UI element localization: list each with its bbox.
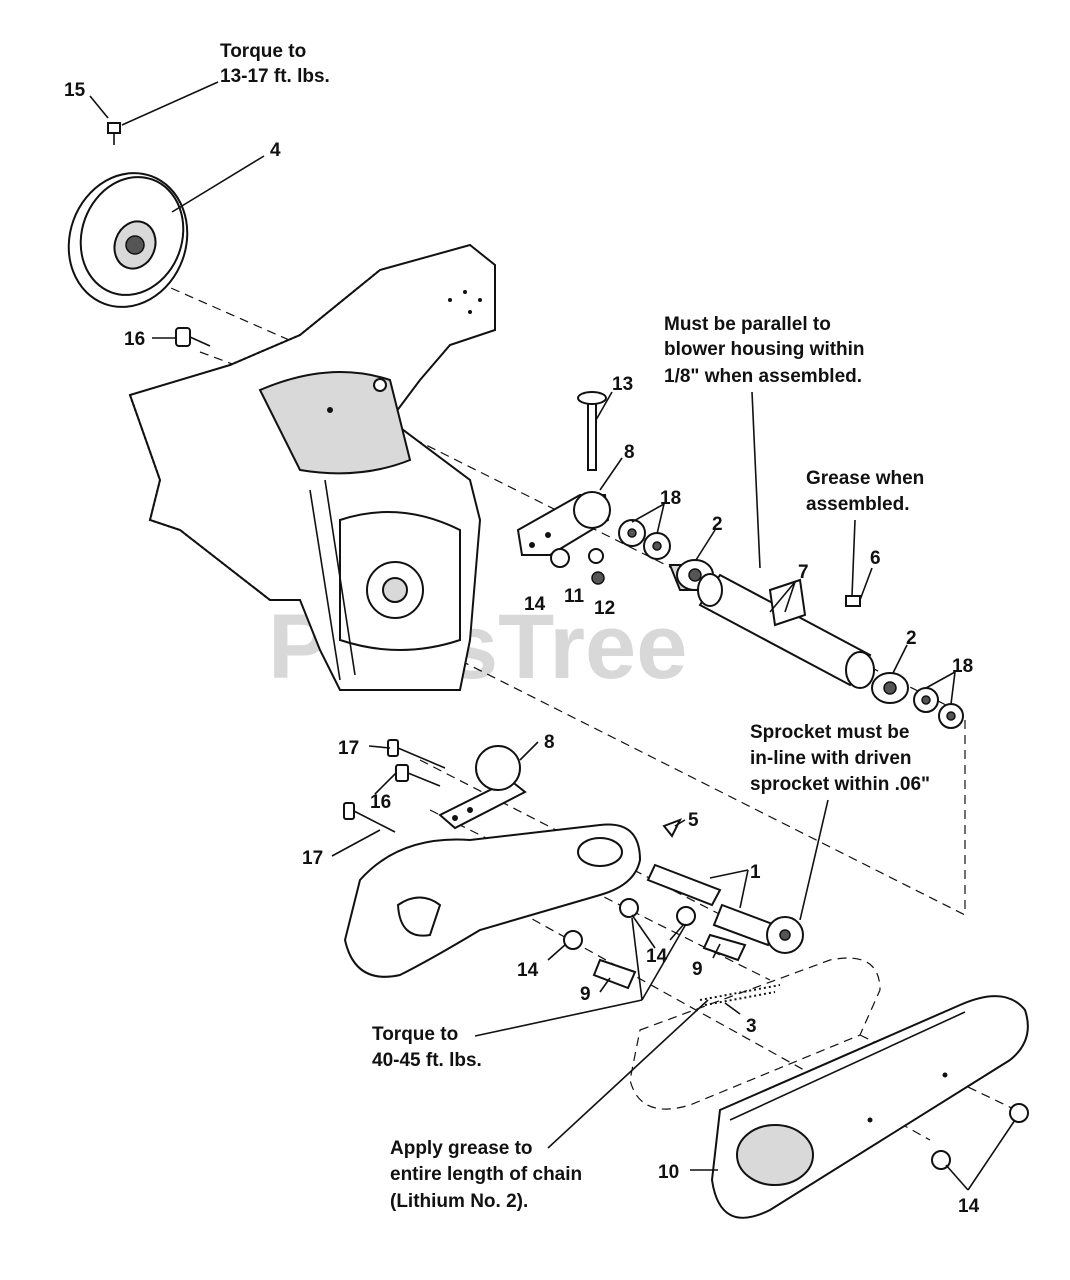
callout-12: 12 [594,598,615,619]
blower-housing [128,243,496,691]
note-grease-assembled: Grease when assembled. [806,468,930,515]
chain [699,984,781,1006]
bearing-housing-upper [516,391,611,556]
note-sprocket: Sprocket must be in-line with driven spr… [750,722,930,795]
callout-2-upper: 2 [712,514,723,535]
callout-9-left: 9 [580,984,591,1005]
callout-7: 7 [798,562,809,583]
callout-14-middle: 14 [646,946,668,967]
hardware-upper [550,519,671,585]
chain-case-outline [629,957,881,1110]
leader-lines [89,81,1016,1191]
callout-1: 1 [750,862,761,883]
bearing-housing-lower [438,745,527,830]
bolt-15 [107,122,121,145]
shaft-tube [697,573,875,689]
callout-5: 5 [688,810,699,831]
note-torque-large: Torque to 40-45 ft. lbs. [372,1024,482,1071]
note-chain-grease: Apply grease to entire length of chain (… [390,1138,587,1212]
callout-13: 13 [612,374,633,395]
drive-hardware [563,818,804,990]
callout-14-left: 14 [517,960,539,981]
callout-numbers: 15 4 16 13 8 18 2 7 6 14 11 12 2 18 8 17… [64,80,980,1217]
callout-18-upper: 18 [660,488,681,509]
chain-case-plate [343,823,642,978]
callout-17-lower: 17 [302,848,323,869]
callout-6: 6 [870,548,881,569]
callout-18-lower: 18 [952,656,973,677]
callout-4: 4 [270,140,281,161]
bolts-lower [343,739,446,833]
callout-14-lower: 14 [958,1196,980,1217]
pulley [67,172,189,308]
grease-fitting [845,595,861,607]
callout-8-lower: 8 [544,732,555,753]
callout-17-upper: 17 [338,738,359,759]
bolt-16-upper [175,327,211,347]
callout-2-lower: 2 [906,628,917,649]
callout-8-upper: 8 [624,442,635,463]
bearing-2-lower [871,672,909,704]
instruction-notes: Torque to 13-17 ft. lbs. Must be paralle… [220,41,930,1212]
note-parallel: Must be parallel to blower housing withi… [664,314,870,387]
callout-14-upper: 14 [524,594,546,615]
note-torque-small: Torque to 13-17 ft. lbs. [220,41,330,87]
callout-10: 10 [658,1162,679,1183]
callout-3: 3 [746,1016,757,1037]
callout-9-right: 9 [692,959,703,980]
callout-16-lower: 16 [370,792,391,813]
chain-guard [710,995,1029,1219]
washers-lower [913,687,964,729]
callout-16-upper: 16 [124,329,145,350]
callout-11: 11 [564,586,585,607]
callout-15: 15 [64,80,86,101]
